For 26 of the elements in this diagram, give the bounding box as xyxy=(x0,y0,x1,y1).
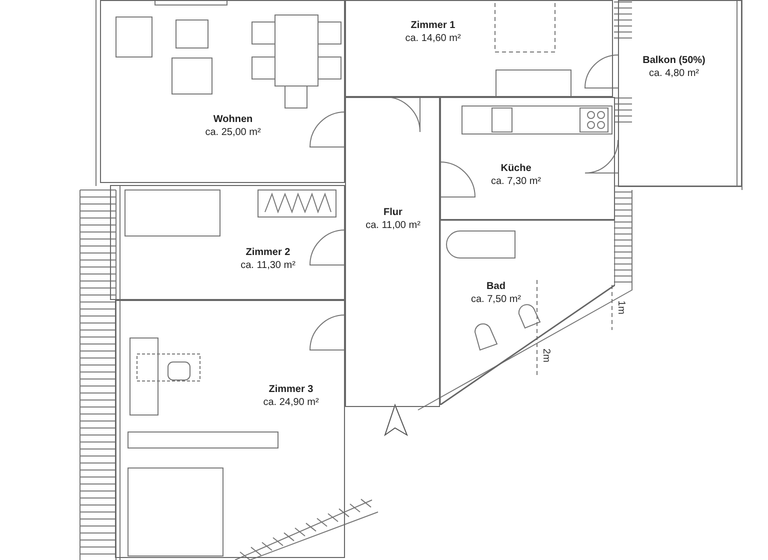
room xyxy=(345,0,613,97)
room-area: ca. 11,30 m² xyxy=(218,259,318,272)
room-name: Zimmer 3 xyxy=(268,383,314,396)
room-area: ca. 14,60 m² xyxy=(383,32,483,45)
room xyxy=(115,300,345,558)
room-name: Zimmer 1 xyxy=(410,19,456,32)
room xyxy=(100,0,345,183)
room xyxy=(110,185,345,300)
dimension-label: 2m xyxy=(540,348,552,362)
room-area: ca. 11,00 m² xyxy=(350,219,436,232)
room xyxy=(345,97,440,407)
room-name: Küche xyxy=(500,162,532,175)
room-area: ca. 24,90 m² xyxy=(241,396,341,409)
dimension-label: 1m xyxy=(615,300,626,314)
room-area: ca. 4,80 m² xyxy=(624,67,724,80)
room-area: ca. 25,00 m² xyxy=(183,126,283,139)
room-name: Wohnen xyxy=(212,113,254,126)
room xyxy=(440,220,615,405)
room-name: Bad xyxy=(486,280,506,293)
room-area: ca. 7,30 m² xyxy=(466,175,566,188)
room xyxy=(440,97,615,220)
room xyxy=(618,0,742,187)
room-name: Flur xyxy=(382,206,404,219)
room-name: Balkon (50%) xyxy=(642,54,706,67)
room-area: ca. 7,50 m² xyxy=(456,293,536,306)
room-name: Zimmer 2 xyxy=(244,246,292,259)
